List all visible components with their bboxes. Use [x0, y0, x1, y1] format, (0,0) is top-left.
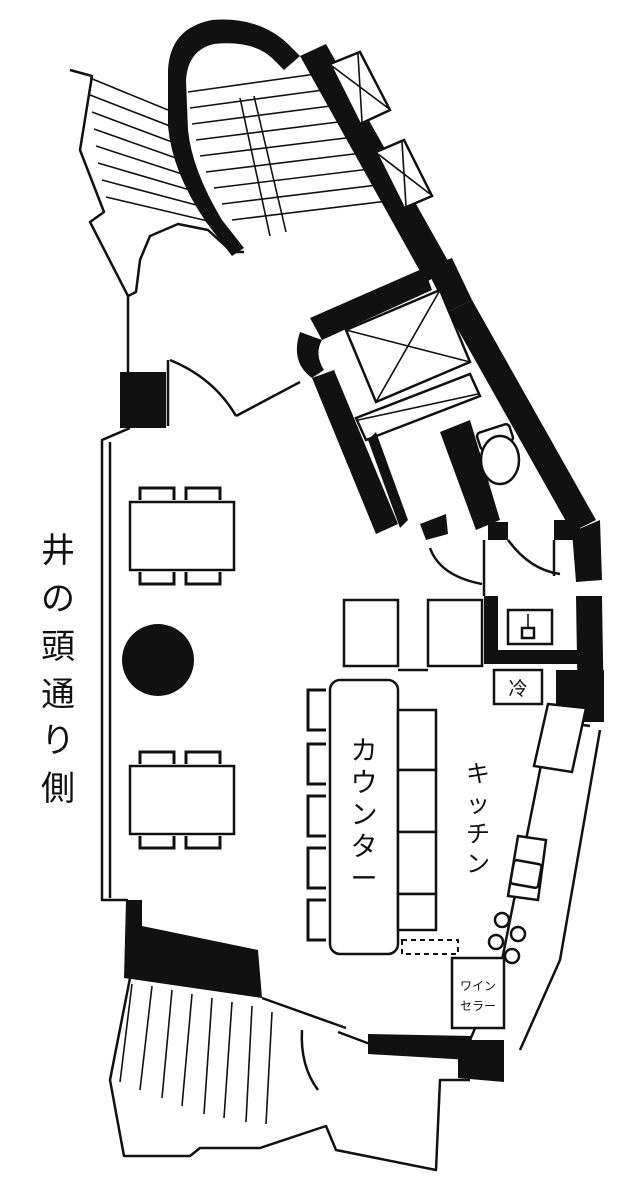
counter-label: ン	[351, 800, 378, 831]
elevator-shaft	[296, 258, 482, 534]
counter-label: ー	[351, 864, 378, 895]
kitchen-equipment	[468, 702, 602, 1051]
street-side-char: り	[41, 721, 75, 761]
upper-staircase	[89, 19, 452, 282]
kitchen-label-group: キ ッ チ ン	[466, 760, 490, 878]
lower-staircase	[108, 977, 504, 1172]
counter-label: ウ	[351, 768, 378, 799]
kitchen-label: チ	[466, 820, 490, 848]
side-tables	[342, 598, 484, 672]
street-side-wall	[100, 372, 262, 998]
street-side-char: 頭	[41, 627, 75, 667]
stove-burners	[487, 911, 527, 965]
street-side-char: 井	[41, 531, 75, 571]
wine-cellar: ワイン セラー	[450, 956, 506, 1030]
dining-table-lower	[128, 750, 236, 850]
wine-cellar-label: ワイン	[460, 979, 496, 993]
kitchen-label: キ	[466, 760, 490, 788]
sink-alcove	[484, 596, 594, 664]
wine-cellar-label: セラー	[460, 999, 496, 1013]
counter	[328, 678, 459, 956]
stair-windows	[328, 50, 434, 210]
entrance-outline	[69, 68, 301, 426]
kitchen-label: ン	[466, 850, 490, 878]
street-side-char: 側	[41, 769, 75, 809]
counter-label-group: カ ウ ン タ ー	[351, 736, 378, 895]
bar-stools	[306, 688, 326, 942]
fridge-label: 冷	[508, 678, 527, 700]
street-side-char: の	[41, 579, 75, 619]
kitchen-label: ッ	[466, 790, 490, 818]
counter-label: タ	[351, 832, 378, 863]
street-side-label: 井 の 頭 通 り 側	[41, 531, 75, 809]
street-side-char: 通	[41, 675, 75, 715]
toilet-doors	[428, 539, 561, 596]
counter-label: カ	[351, 736, 378, 767]
dining-table-upper	[128, 486, 236, 586]
pillar	[122, 624, 194, 696]
toilet	[475, 422, 521, 486]
